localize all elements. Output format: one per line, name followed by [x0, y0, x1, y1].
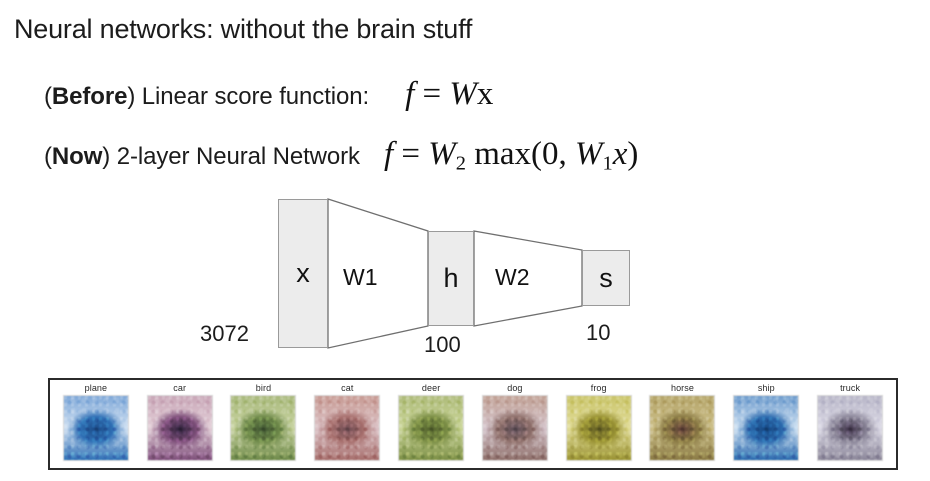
class-template-label: car [173, 383, 187, 393]
class-template-thumbnail [230, 395, 297, 461]
equation-label-before: (Before) Linear score function: [44, 82, 369, 112]
class-template-label: truck [840, 383, 861, 393]
diagram-connector-shapes [327, 198, 583, 349]
emphasis-before: Before [51, 83, 128, 110]
class-template-cell: plane [56, 382, 136, 461]
network-diagram: x h s W1 W2 3072 100 10 [180, 190, 690, 365]
class-template-label: horse [670, 383, 694, 393]
label-text-before: ) Linear score function: [127, 83, 370, 110]
class-template-cell: car [140, 382, 220, 461]
class-template-cell: cat [307, 382, 387, 461]
emphasis-now: Now [51, 143, 103, 170]
node-label-h: h [443, 263, 459, 293]
class-template-label: bird [255, 383, 272, 393]
weight-label-w2: W2 [495, 264, 530, 290]
class-template-label: ship [757, 383, 775, 393]
class-template-thumbnail [314, 395, 381, 461]
label-text-now: ) 2-layer Neural Network [102, 143, 360, 170]
node-box-x: x [278, 199, 328, 348]
class-template-cell: horse [643, 382, 723, 461]
class-template-thumbnail [565, 395, 632, 461]
class-template-thumbnail [398, 395, 465, 461]
class-template-cell: frog [559, 382, 639, 461]
node-label-x: x [296, 258, 310, 288]
class-template-cell: deer [391, 382, 471, 461]
class-template-label: cat [341, 383, 354, 393]
page-title: Neural networks: without the brain stuff [14, 14, 473, 44]
node-label-s: s [599, 262, 613, 293]
paren-open-now: ( [44, 143, 52, 170]
dimension-label-x: 3072 [200, 321, 249, 346]
equation-math-before: f = Wx [405, 76, 494, 112]
equation-math-now: f = W2 max(0, W1x) [383, 136, 639, 175]
class-template-thumbnail [146, 395, 213, 461]
class-template-strip: plane car bird cat deer dog frog horse ship truck [48, 378, 898, 470]
class-template-label: deer [421, 383, 441, 393]
class-template-label: plane [84, 383, 108, 393]
w1-trapezoid [327, 198, 429, 349]
equation-row-before: (Before) Linear score function: f = Wx [44, 77, 493, 117]
equation-label-now: (Now) 2-layer Neural Network [44, 142, 360, 172]
class-template-cell: truck [810, 382, 890, 461]
node-box-h: h [428, 231, 474, 326]
class-template-cell: dog [475, 382, 555, 461]
class-template-label: dog [507, 383, 523, 393]
dimension-label-s: 10 [586, 320, 611, 345]
class-template-cell: ship [726, 382, 806, 461]
class-template-thumbnail [733, 395, 800, 461]
class-template-cell: bird [224, 382, 304, 461]
class-template-thumbnail [817, 395, 884, 461]
class-template-label: frog [590, 383, 607, 393]
w2-trapezoid [473, 230, 583, 327]
paren-open-before: ( [44, 83, 52, 110]
class-template-thumbnail [62, 395, 129, 461]
equation-row-now: (Now) 2-layer Neural Network f = W2 max(… [44, 137, 638, 177]
dimension-label-h: 100 [424, 332, 461, 357]
weight-label-w1: W1 [343, 264, 378, 290]
class-template-thumbnail [481, 395, 548, 461]
node-box-s: s [582, 250, 630, 306]
class-template-thumbnail [649, 395, 716, 461]
